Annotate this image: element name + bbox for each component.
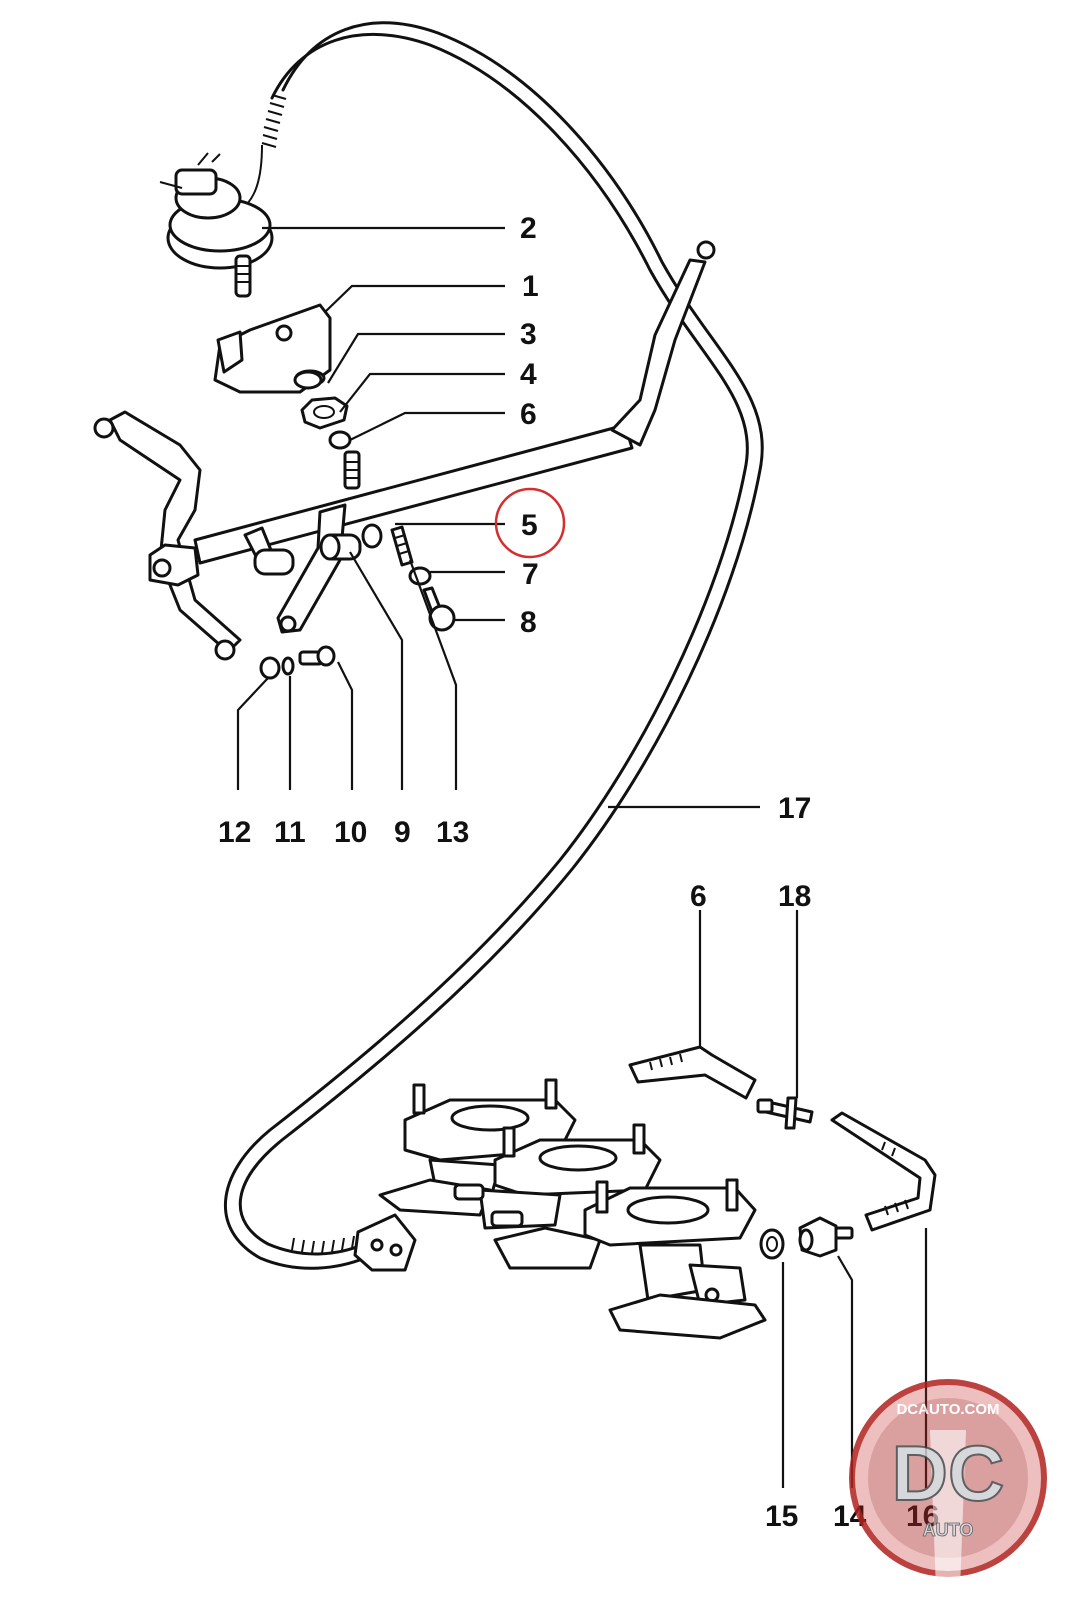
gasket	[353, 1213, 417, 1272]
left-lever	[93, 410, 242, 661]
dcauto-watermark-logo: DCAUTO.COM DC AUTO	[849, 1379, 1047, 1590]
screw-10	[298, 645, 336, 667]
bolt	[343, 450, 361, 490]
intake-manifold	[378, 1078, 767, 1340]
hose-16	[830, 1111, 937, 1232]
nut-4	[300, 396, 349, 430]
callout-8: 8	[520, 606, 537, 639]
vacuum-unit-2	[159, 144, 274, 298]
washer-11	[281, 656, 295, 676]
washer-9	[361, 523, 383, 549]
t-fitting-18	[756, 1096, 814, 1130]
callout-5-highlight-circle	[494, 487, 566, 559]
callout-9: 9	[394, 816, 411, 849]
vacuum-hose-17	[224, 21, 764, 1270]
callout-2: 2	[520, 212, 537, 245]
callout-18: 18	[778, 880, 811, 913]
washer-15	[759, 1228, 785, 1260]
watermark-main-text: DC	[892, 1429, 1005, 1517]
bracket-1	[213, 303, 332, 394]
callout-17: 17	[778, 792, 811, 825]
stud-5	[390, 525, 414, 567]
callout-5: 5	[521, 509, 538, 542]
callout-7: 7	[522, 558, 539, 591]
callout-6-lower: 6	[690, 880, 707, 913]
hose-spring-bottom	[291, 1235, 355, 1254]
callout-6-upper: 6	[520, 398, 537, 431]
center-lever	[243, 503, 362, 634]
watermark-top-text: DCAUTO.COM	[896, 1401, 999, 1418]
elbow-hose-6	[628, 1045, 757, 1100]
nut-12	[259, 656, 281, 680]
leader-lines	[236, 226, 928, 1488]
watermark-sub-text: AUTO	[923, 1520, 974, 1540]
callout-13: 13	[436, 816, 469, 849]
callout-10: 10	[334, 816, 367, 849]
washer-6	[328, 430, 352, 450]
callout-12: 12	[218, 816, 251, 849]
hose-spring-top	[261, 94, 287, 148]
throttle-shaft	[193, 240, 716, 565]
callout-3: 3	[520, 318, 537, 351]
callout-4: 4	[520, 358, 537, 391]
callout-1: 1	[522, 270, 539, 303]
callout-11: 11	[274, 816, 306, 849]
plug-14	[798, 1216, 854, 1258]
washer-3	[293, 370, 323, 390]
ball-joint-8	[422, 586, 456, 632]
callout-15: 15	[765, 1500, 798, 1533]
